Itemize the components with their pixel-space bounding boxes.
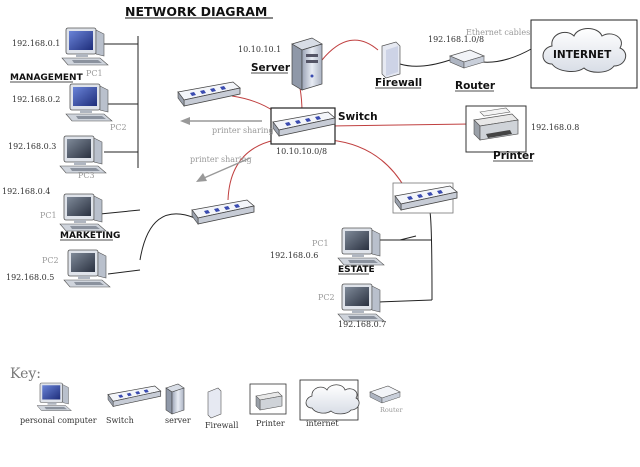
- management-pc2-ip: 192.168.0.2: [12, 95, 60, 104]
- connection-lines: [99, 36, 534, 303]
- management-pc1-name: PC1: [86, 69, 103, 78]
- firewall: [381, 41, 401, 79]
- legend-label-router: Router: [380, 406, 403, 414]
- legend-title: Key:: [10, 366, 41, 382]
- legend-label-printer: Printer: [256, 419, 285, 428]
- legend-item-pc: personal computer: [20, 382, 97, 425]
- marketing-pc1: 192.168.0.4 PC1: [2, 187, 107, 232]
- legend-label-firewall: Firewall: [205, 421, 239, 430]
- legend-item-internet: internet: [299, 379, 360, 428]
- legend-item-router: Router: [369, 385, 403, 414]
- management-pc3-ip: 192.168.0.3: [8, 142, 56, 151]
- router: [448, 49, 486, 69]
- management-switch: [177, 81, 241, 107]
- management-label: MANAGEMENT: [10, 73, 84, 83]
- estate-label: ESTATE: [338, 265, 375, 275]
- management-pc2-name: PC2: [110, 123, 127, 132]
- legend-label-switch: Switch: [106, 416, 134, 425]
- legend-item-switch: Switch: [106, 385, 162, 425]
- server: [291, 37, 323, 91]
- printer-sharing-arrow-1: printer sharing: [180, 117, 274, 135]
- legend-label-internet: internet: [306, 419, 339, 428]
- legend-label-server: server: [165, 416, 191, 425]
- legend-item-firewall: Firewall: [205, 387, 239, 430]
- marketing-pc1-name: PC1: [40, 211, 57, 220]
- switch-ip: 10.10.10.0/8: [276, 147, 327, 156]
- printer-label: Printer: [493, 150, 535, 162]
- marketing-pc1-ip: 192.168.0.4: [2, 187, 50, 196]
- main-switch: [270, 107, 336, 145]
- legend: Key: personal computer Switch server Fir…: [10, 366, 403, 430]
- printer-sharing-label-1: printer sharing: [212, 126, 274, 135]
- router-ip: 192.168.1.0/8: [428, 35, 484, 44]
- legend-label-pc: personal computer: [20, 416, 97, 425]
- management-pc1-ip: 192.168.0.1: [12, 39, 60, 48]
- printer-ip: 192.168.0.8: [531, 123, 579, 132]
- server-label: Server: [251, 62, 291, 74]
- marketing-pc2: PC2 192.168.0.5: [6, 249, 111, 288]
- marketing-pc2-ip: 192.168.0.5: [6, 273, 54, 282]
- estate-pc2-name: PC2: [318, 293, 335, 302]
- management-pc2: 192.168.0.2 PC2: [12, 83, 127, 132]
- estate-pc2: PC2 192.168.0.7: [318, 283, 386, 329]
- management-pc3: 192.168.0.3 PC3: [8, 135, 107, 180]
- server-ip: 10.10.10.1: [238, 45, 281, 54]
- firewall-label: Firewall: [375, 77, 422, 89]
- internet-cloud: [530, 19, 638, 89]
- printer-sharing-label-2: printer sharing: [190, 155, 252, 164]
- marketing-switch: [191, 199, 255, 225]
- estate-switch: [392, 182, 458, 214]
- internet-label: INTERNET: [553, 49, 612, 61]
- printer: [465, 105, 527, 153]
- legend-item-server: server: [165, 383, 191, 425]
- management-pc3-name: PC3: [78, 171, 95, 180]
- router-label: Router: [455, 80, 496, 92]
- switch-label: Switch: [338, 111, 378, 123]
- estate-pc2-ip: 192.168.0.7: [338, 320, 386, 329]
- marketing-pc2-name: PC2: [42, 256, 59, 265]
- legend-item-printer: Printer: [249, 383, 287, 428]
- estate-pc1-name: PC1: [312, 239, 329, 248]
- estate-pc1-ip: 192.168.0.6: [270, 251, 318, 260]
- diagram-title: NETWORK DIAGRAM: [125, 4, 267, 19]
- management-pc1: 192.168.0.1 PC1: [12, 27, 109, 78]
- marketing-label: MARKETING: [60, 231, 120, 241]
- estate-pc1: PC1 192.168.0.6: [270, 227, 385, 266]
- ethernet-cables-label: Ethernet cables: [466, 28, 530, 37]
- printer-sharing-arrow-2: printer sharing: [190, 155, 252, 182]
